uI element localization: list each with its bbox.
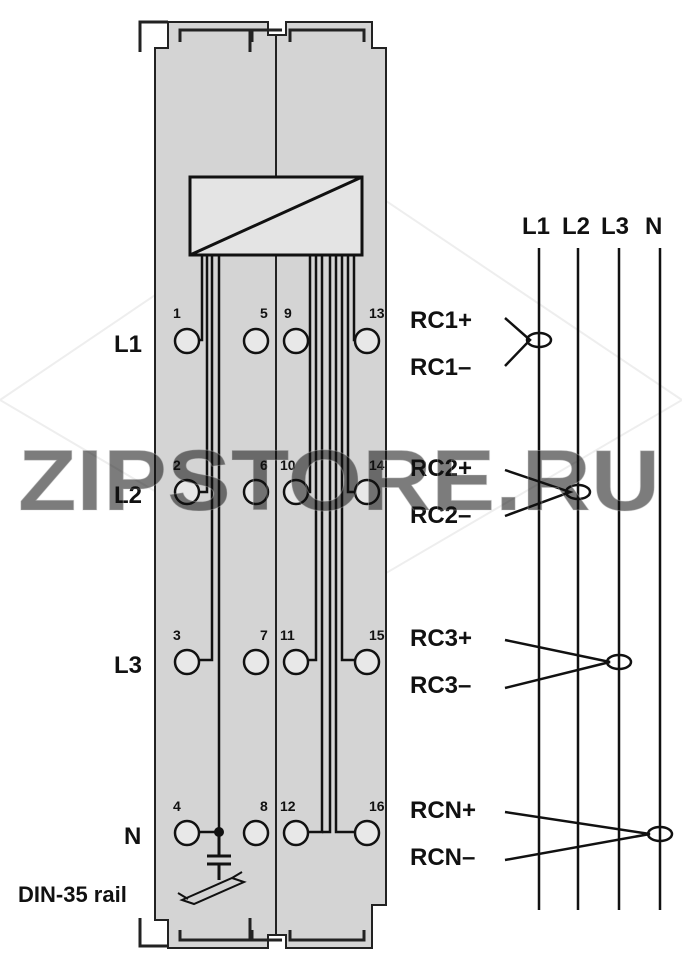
capacitor xyxy=(207,832,231,880)
bus-label-l2: L2 xyxy=(562,213,590,240)
terminal-number: 15 xyxy=(369,627,385,643)
bus-labels: L1 L2 L3 N xyxy=(522,213,662,240)
terminal-3[interactable] xyxy=(173,648,201,676)
din-rail-symbol xyxy=(177,871,247,906)
latch-top-right xyxy=(248,28,366,52)
terminals xyxy=(173,327,381,847)
electronics-box-diagonal xyxy=(189,175,363,257)
terminal-15[interactable] xyxy=(353,648,381,676)
terminal-number: 4 xyxy=(173,798,181,814)
terminal-14[interactable] xyxy=(353,478,381,506)
ct-rc1 xyxy=(504,317,553,367)
signal-rcn-plus: RCN+ xyxy=(410,797,476,824)
terminal-1[interactable] xyxy=(173,327,201,355)
terminal-numbers: 1 5 9 13 2 6 10 14 3 7 11 15 4 8 12 16 xyxy=(173,305,385,814)
bus-label-l1: L1 xyxy=(522,213,550,240)
terminal-11[interactable] xyxy=(282,648,310,676)
ct-rcn xyxy=(504,810,674,862)
terminal-number: 7 xyxy=(260,627,268,643)
terminal-number: 5 xyxy=(260,305,268,321)
terminal-10[interactable] xyxy=(282,478,310,506)
terminal-number: 6 xyxy=(260,457,268,473)
bus-label-l3: L3 xyxy=(601,213,629,240)
ct-ring-rc3 xyxy=(605,653,633,671)
signal-rc2-minus: RC2– xyxy=(410,502,471,529)
terminal-number: 9 xyxy=(284,305,292,321)
terminal-4[interactable] xyxy=(173,819,201,847)
terminal-8[interactable] xyxy=(242,819,270,847)
row-label-n: N xyxy=(124,823,141,850)
terminal-number: 2 xyxy=(173,457,181,473)
watermark: ZIPSTORE.RU xyxy=(18,433,660,529)
row-label-l2: L2 xyxy=(114,482,142,509)
row-label-l1: L1 xyxy=(114,331,142,358)
signal-rc1-minus: RC1– xyxy=(410,354,471,381)
signal-labels: RC1+ RC1– RC2+ RC2– RC3+ RC3– RCN+ RCN– xyxy=(410,307,476,871)
terminal-2[interactable] xyxy=(173,478,201,506)
latch-top-left xyxy=(138,20,254,52)
signal-rc1-plus: RC1+ xyxy=(410,307,472,334)
signal-rc3-plus: RC3+ xyxy=(410,625,472,652)
ct-rc2 xyxy=(504,468,592,518)
terminal-number: 12 xyxy=(280,798,296,814)
bus-lines xyxy=(537,248,662,910)
latch-bottom-left xyxy=(138,918,254,948)
terminal-13[interactable] xyxy=(353,327,381,355)
terminal-9[interactable] xyxy=(282,327,310,355)
bus-label-n: N xyxy=(645,213,662,240)
terminal-16[interactable] xyxy=(353,819,381,847)
terminal-number: 14 xyxy=(369,457,385,473)
terminal-12[interactable] xyxy=(282,819,310,847)
ct-ring-rcn xyxy=(646,825,674,843)
terminal-number: 13 xyxy=(369,305,385,321)
terminal-number: 11 xyxy=(280,627,295,643)
terminal-number: 16 xyxy=(369,798,385,814)
terminal-5[interactable] xyxy=(242,327,270,355)
terminal-number: 8 xyxy=(260,798,268,814)
ct-ring-rc1 xyxy=(525,331,553,349)
signal-rcn-minus: RCN– xyxy=(410,844,475,871)
terminal-6[interactable] xyxy=(242,478,270,506)
terminal-number: 3 xyxy=(173,627,181,643)
ct-ring-rc2 xyxy=(564,483,592,501)
signal-rc2-plus: RC2+ xyxy=(410,455,472,482)
terminal-number: 10 xyxy=(280,457,296,473)
signal-rc3-minus: RC3– xyxy=(410,672,471,699)
row-labels: L1 L2 L3 N xyxy=(114,331,142,850)
terminal-number: 1 xyxy=(173,305,181,321)
row-label-l3: L3 xyxy=(114,652,142,679)
rail-label: DIN-35 rail xyxy=(18,882,127,907)
ct-rc3 xyxy=(504,638,633,690)
latch-bottom-right xyxy=(248,918,366,942)
terminal-7[interactable] xyxy=(242,648,270,676)
